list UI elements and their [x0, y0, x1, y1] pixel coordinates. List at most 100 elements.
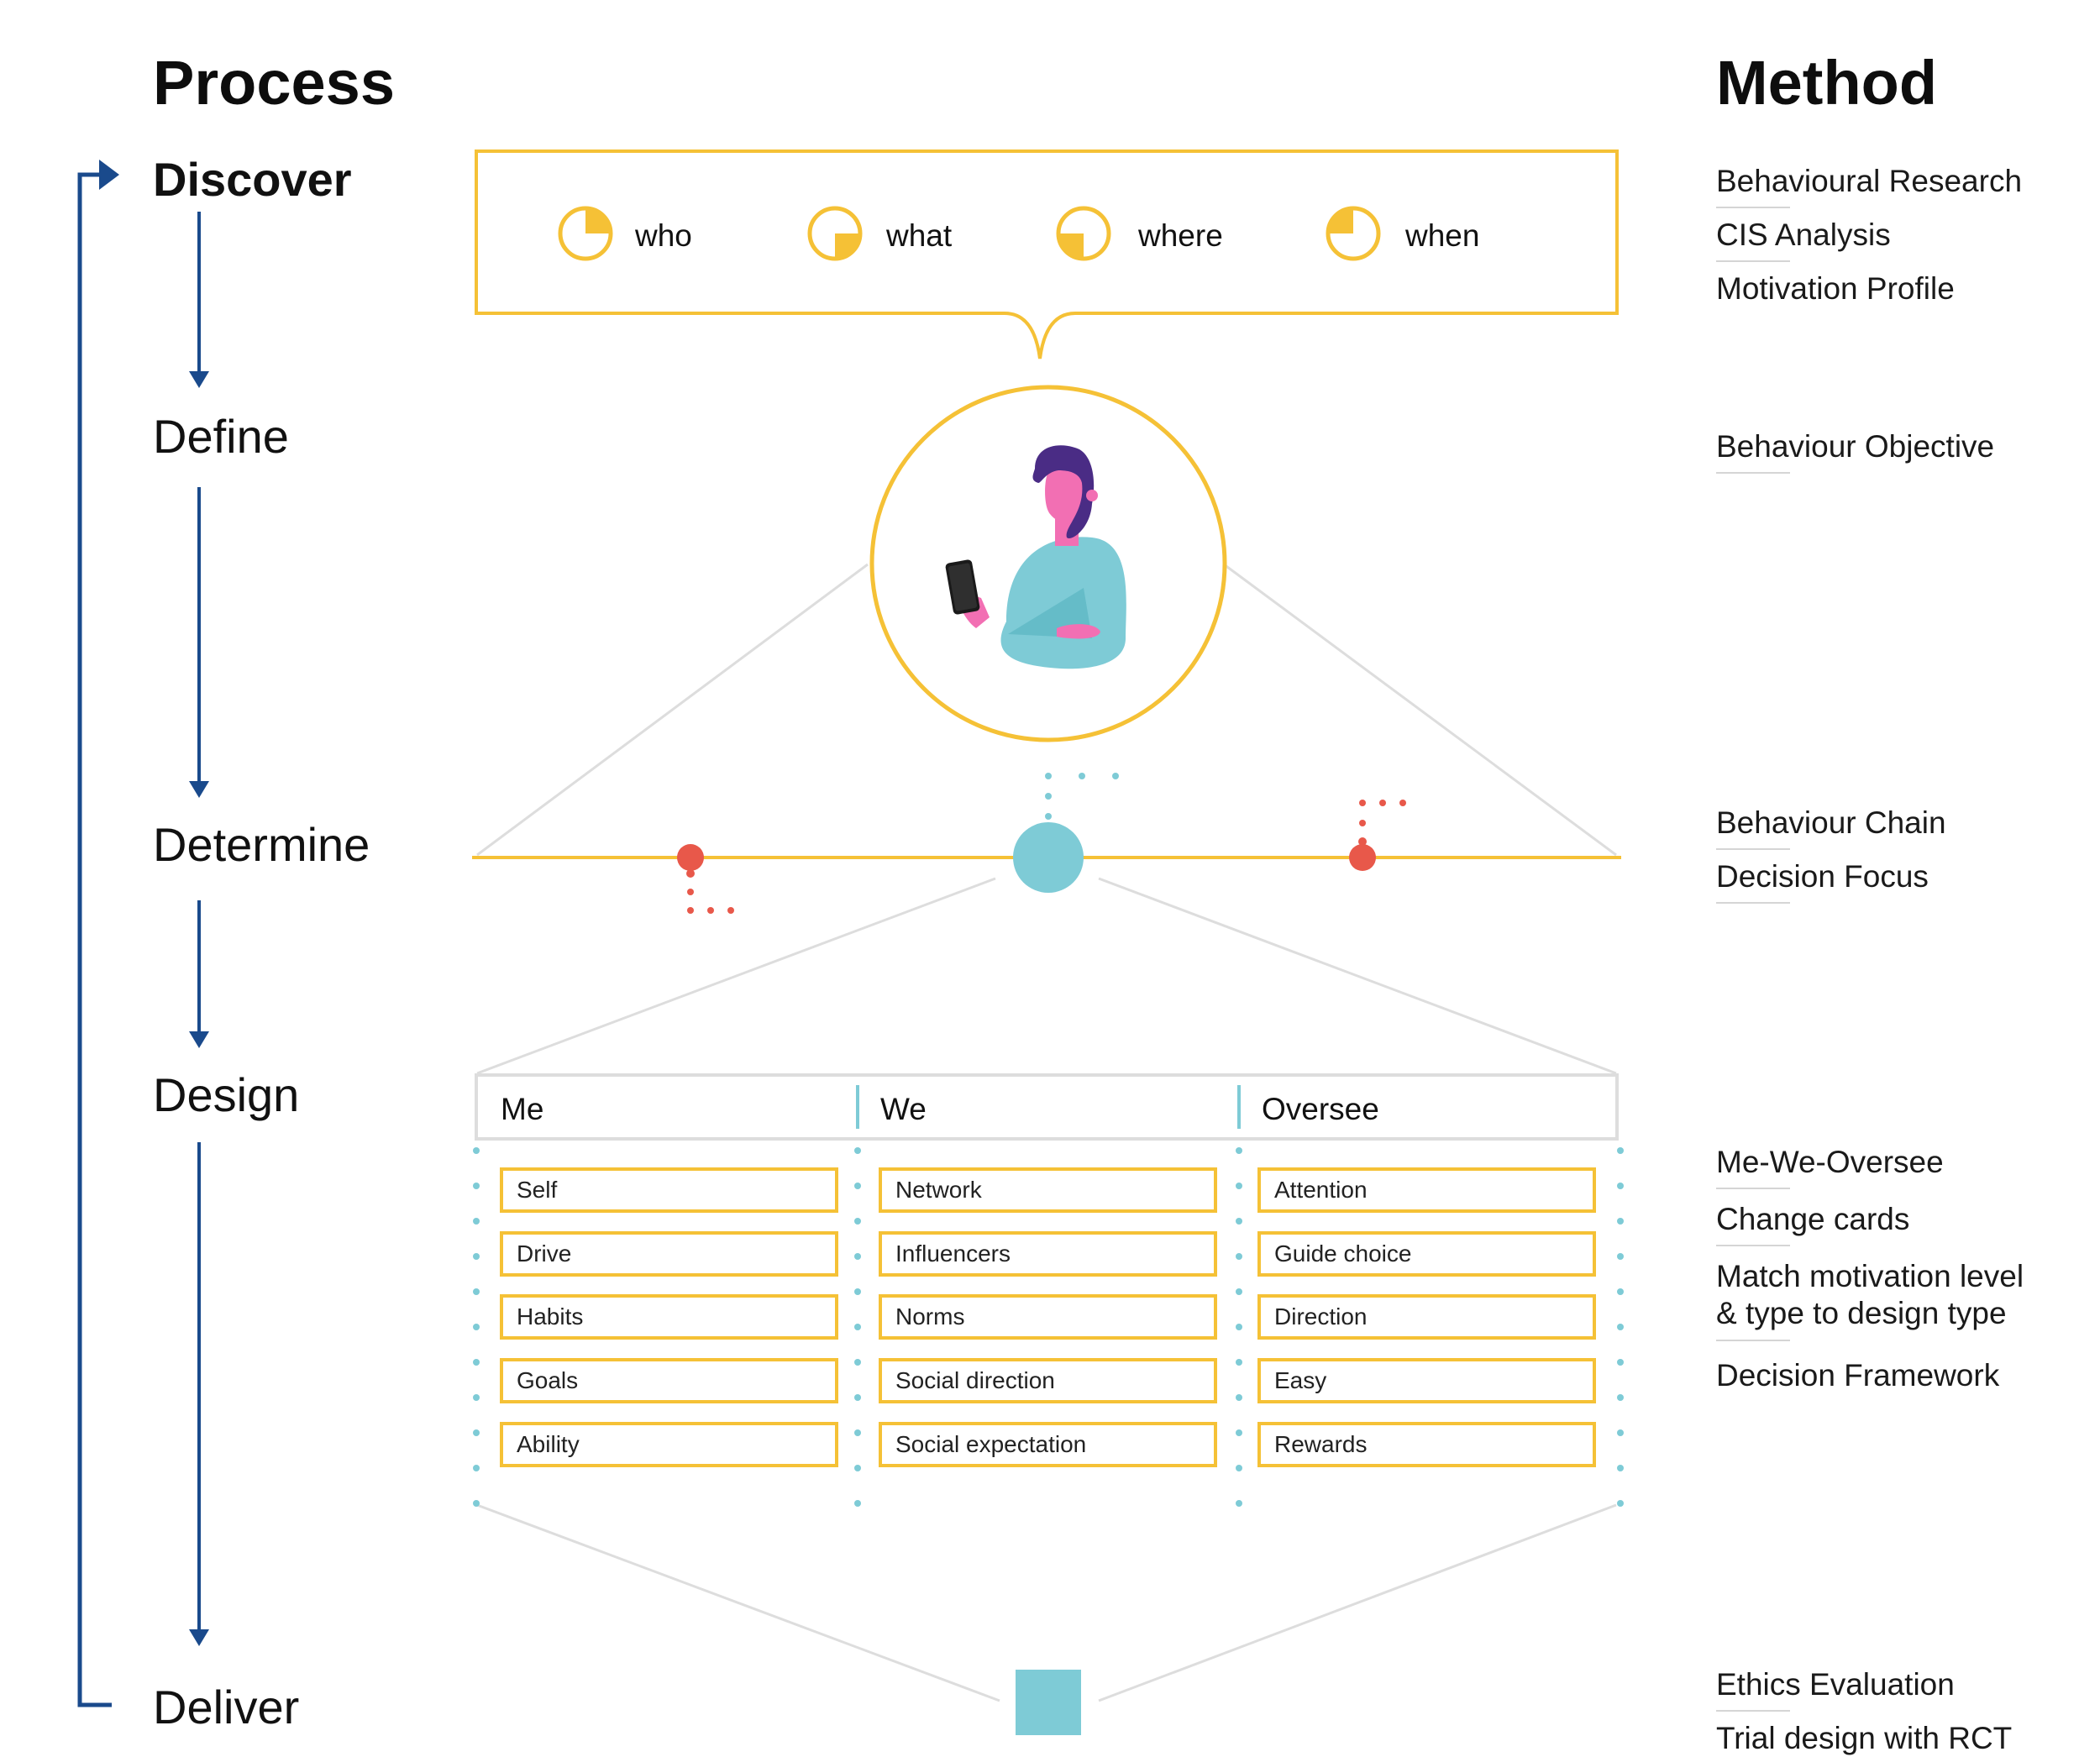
- method-underline: [1716, 260, 1790, 263]
- guide-dot: [854, 1465, 861, 1471]
- change-card-me: Ability: [500, 1422, 838, 1467]
- method-underline: [1716, 1339, 1790, 1341]
- method-behavioural-research: Behavioural Research: [1716, 163, 2022, 209]
- method-motivation-profile: Motivation Profile: [1716, 271, 1955, 306]
- decision-focus-node: [1013, 822, 1084, 893]
- change-card-me: Habits: [500, 1294, 838, 1340]
- guide-dot: [473, 1183, 480, 1189]
- process-arrows: [189, 212, 209, 1646]
- guide-dot: [854, 1253, 861, 1260]
- guide-dot: [854, 1183, 861, 1189]
- column-separators: [856, 1085, 1241, 1129]
- where-icon: [1056, 206, 1111, 261]
- method-me-we-oversee: Me-We-Oversee: [1716, 1144, 1944, 1190]
- guide-dot: [854, 1147, 861, 1154]
- method-decision-focus: Decision Focus: [1716, 858, 1929, 905]
- guide-dot: [1236, 1359, 1242, 1366]
- change-card-we: Network: [879, 1167, 1217, 1213]
- change-card-we: Norms: [879, 1294, 1217, 1340]
- method-decision-framework: Decision Framework: [1716, 1358, 2000, 1392]
- what-icon: [807, 206, 863, 261]
- guide-dot: [854, 1500, 861, 1507]
- stage-define: Define: [153, 410, 289, 463]
- guide-dot: [854, 1359, 861, 1366]
- guide-dot: [473, 1218, 480, 1225]
- change-card-me: Self: [500, 1167, 838, 1213]
- method-underline: [1716, 902, 1790, 905]
- stage-deliver: Deliver: [153, 1681, 300, 1733]
- method-header: Method: [1716, 48, 1938, 118]
- guide-dot: [1617, 1147, 1624, 1154]
- deliver-square: [1016, 1670, 1081, 1735]
- when-icon: [1326, 206, 1381, 261]
- guide-dot: [1236, 1288, 1242, 1295]
- design-dot-columns: [473, 1147, 1624, 1507]
- guide-dot: [1617, 1394, 1624, 1401]
- change-card-oversee: Rewards: [1257, 1422, 1596, 1467]
- guide-dot: [854, 1324, 861, 1330]
- column-header-we: We: [880, 1092, 927, 1126]
- guide-dot: [1617, 1183, 1624, 1189]
- funnel-lines: [476, 563, 1617, 1702]
- who-icon: [558, 206, 613, 261]
- method-underline: [1716, 1245, 1790, 1247]
- method-behaviour-objective: Behaviour Objective: [1716, 428, 1994, 475]
- process-header: Process: [153, 48, 395, 118]
- change-card-we: Influencers: [879, 1231, 1217, 1277]
- guide-dot: [1617, 1288, 1624, 1295]
- guide-dot: [1236, 1465, 1242, 1471]
- guide-dot: [1617, 1429, 1624, 1436]
- guide-dot: [854, 1429, 861, 1436]
- method-ethics-evaluation: Ethics Evaluation: [1716, 1666, 1955, 1712]
- guide-dot: [1236, 1253, 1242, 1260]
- guide-dot: [473, 1394, 480, 1401]
- method-underline: [1716, 1710, 1790, 1712]
- left-chain-node: [677, 844, 734, 914]
- guide-dot: [1236, 1394, 1242, 1401]
- method-match-motivation: Match motivation level & type to design …: [1716, 1258, 2024, 1341]
- loop-arrowhead-icon: [99, 160, 119, 190]
- question-who: who: [635, 218, 692, 253]
- column-header-me: Me: [501, 1092, 544, 1126]
- guide-dot: [1236, 1183, 1242, 1189]
- method-cis-analysis: CIS Analysis: [1716, 217, 1891, 263]
- guide-dot: [854, 1218, 861, 1225]
- guide-dot: [854, 1288, 861, 1295]
- guide-dot: [1236, 1218, 1242, 1225]
- person-with-phone-illustration: [945, 445, 1126, 669]
- guide-dot: [1617, 1253, 1624, 1260]
- change-card-we: Social expectation: [879, 1422, 1217, 1467]
- question-what: what: [886, 218, 953, 253]
- change-card-oversee: Direction: [1257, 1294, 1596, 1340]
- column-header-oversee: Oversee: [1262, 1092, 1379, 1126]
- method-underline: [1716, 848, 1790, 851]
- change-card-me: Drive: [500, 1231, 838, 1277]
- change-card-oversee: Attention: [1257, 1167, 1596, 1213]
- change-card-oversee: Guide choice: [1257, 1231, 1596, 1277]
- method-behaviour-chain: Behaviour Chain: [1716, 805, 1946, 851]
- stage-determine: Determine: [153, 818, 370, 871]
- guide-dot: [854, 1394, 861, 1401]
- question-where: where: [1138, 218, 1223, 253]
- guide-dot: [473, 1147, 480, 1154]
- method-underline: [1716, 1188, 1790, 1190]
- change-card-me: Goals: [500, 1358, 838, 1403]
- guide-dot: [1236, 1147, 1242, 1154]
- guide-dot: [1617, 1218, 1624, 1225]
- guide-dot: [1236, 1324, 1242, 1330]
- guide-dot: [1236, 1500, 1242, 1507]
- guide-dot: [1617, 1359, 1624, 1366]
- guide-dot: [473, 1324, 480, 1330]
- guide-dot: [1236, 1429, 1242, 1436]
- change-card-oversee: Easy: [1257, 1358, 1596, 1403]
- loop-back-arrow: [77, 172, 112, 1707]
- guide-dot: [473, 1465, 480, 1471]
- guide-dot: [473, 1253, 480, 1260]
- design-header-frame: [475, 1073, 1619, 1141]
- guide-dot: [473, 1288, 480, 1295]
- guide-dot: [473, 1359, 480, 1366]
- guide-dot: [1617, 1324, 1624, 1330]
- method-change-cards: Change cards: [1716, 1201, 1909, 1247]
